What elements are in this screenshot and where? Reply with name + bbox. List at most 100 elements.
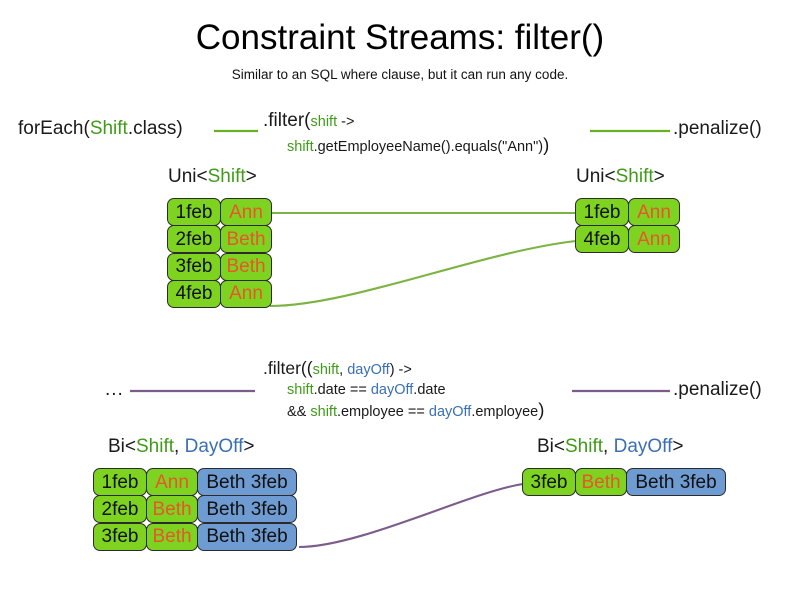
cell-text: 3feb	[175, 256, 213, 278]
cell-text: Ann	[229, 283, 263, 305]
cell-text: Beth	[226, 228, 266, 250]
table-row: 2feb Beth	[167, 225, 272, 254]
tuple-cell-date: 3feb	[167, 252, 221, 281]
cell-text: 2feb	[101, 498, 139, 520]
tuple-cell-name: Ann	[220, 198, 272, 227]
bi-right-tuple-table: 3feb Beth Beth 3feb	[522, 468, 726, 497]
bi-left-type-label: Bi<Shift, DayOff>	[108, 436, 254, 458]
filter2-l2-shift: shift	[310, 404, 337, 420]
table-row: 3feb Beth Beth 3feb	[522, 468, 726, 497]
cell-text: 1feb	[175, 201, 213, 223]
cell-text: Ann	[637, 228, 671, 250]
foreach-expression: forEach(Shift.class)	[18, 118, 183, 140]
tuple-cell-date: 3feb	[522, 468, 576, 497]
page-title: Constraint Streams: filter()	[195, 18, 605, 57]
tuple-cell-date: 1feb	[93, 468, 147, 497]
uni-right-tuple-table: 1feb Ann 4feb Ann	[575, 198, 680, 254]
filter1-head: .filter(	[263, 110, 311, 131]
tuple-cell-name: Ann	[146, 468, 198, 497]
cell-text: Ann	[229, 201, 263, 223]
filter2-l1-mid: .date ==	[313, 382, 371, 398]
tuple-cell-name: Beth	[220, 252, 272, 281]
bi-left-sep: ,	[174, 436, 185, 457]
filter2-param-shift: shift	[312, 362, 340, 378]
filter2-l1-shift: shift	[287, 382, 314, 398]
table-row: 2feb Beth Beth 3feb	[93, 495, 297, 524]
filter1-body-var: shift	[287, 139, 314, 155]
cell-text: 2feb	[175, 228, 213, 250]
bi-right-prefix: Bi<	[537, 436, 565, 457]
foreach-prefix: forEach(	[18, 118, 90, 139]
uni-left-type: Shift	[207, 166, 246, 187]
filter2-param-sep: ,	[339, 362, 348, 378]
cell-text: Ann	[637, 201, 671, 223]
tuple-cell-name: Beth	[575, 468, 627, 497]
filter2-arrow: ) ->	[389, 362, 412, 378]
tuple-cell-name: Beth	[146, 522, 198, 551]
bi-right-type-label: Bi<Shift, DayOff>	[537, 436, 683, 458]
cell-text: Beth	[581, 471, 621, 493]
cell-text: Beth 3feb	[206, 471, 288, 493]
cell-text: Ann	[155, 471, 189, 493]
tuple-cell-date: 4feb	[575, 225, 629, 254]
cell-text: 1feb	[583, 201, 621, 223]
bi-left-type-shift: Shift	[136, 436, 175, 457]
bi-right-type-dayoff: DayOff	[613, 436, 673, 457]
filter2-l2-tail: .employee	[471, 404, 539, 420]
page-subtitle: Similar to an SQL where clause, but it c…	[231, 67, 569, 82]
uni-left-type-label: Uni<Shift>	[168, 166, 257, 188]
uni-left-suffix: >	[245, 166, 257, 187]
filter2-l2-dayoff: dayOff	[428, 404, 472, 420]
upstream-ellipsis: ...	[105, 379, 124, 400]
filter2-l2-and: &&	[287, 404, 311, 420]
foreach-type: Shift	[89, 118, 128, 139]
table-row: 4feb Ann	[167, 279, 272, 308]
filter1-arrow: ->	[337, 114, 355, 130]
tuple-cell-date: 4feb	[167, 279, 221, 308]
filter2-head: .filter((	[263, 358, 313, 378]
bi-right-suffix: >	[672, 436, 684, 457]
filter2-l1-dayoff: dayOff	[370, 382, 414, 398]
uni-right-type: Shift	[615, 166, 654, 187]
table-row: 1feb Ann	[575, 198, 680, 227]
link-purple-3feb	[298, 482, 524, 549]
bi-right-sep: ,	[603, 436, 614, 457]
filter2-body-line2: && shift.employee == dayOff.employee)	[287, 400, 544, 420]
tuple-cell-name: Ann	[628, 198, 680, 227]
tuple-cell-dayoff: Beth 3feb	[197, 522, 297, 551]
filter2-param-dayoff: dayOff	[347, 362, 390, 378]
filter1-signature: .filter(shift ->	[263, 110, 354, 132]
filter2-close-paren: )	[538, 399, 545, 420]
tuple-cell-date: 1feb	[167, 198, 221, 227]
foreach-suffix: .class)	[127, 118, 183, 139]
filter1-close-paren: )	[543, 134, 550, 155]
filter1-body: shift.getEmployeeName().equals("Ann"))	[287, 135, 549, 155]
filter2-l1-tail: .date	[413, 382, 446, 398]
uni-left-tuple-table: 1feb Ann 2feb Beth 3feb Beth 4feb Ann	[167, 198, 272, 308]
uni-right-type-label: Uni<Shift>	[576, 166, 665, 188]
tuple-cell-name: Beth	[220, 225, 272, 254]
bi-left-suffix: >	[243, 436, 255, 457]
tuple-cell-date: 2feb	[93, 495, 147, 524]
bi-left-type-dayoff: DayOff	[184, 436, 244, 457]
bi-left-tuple-table: 1feb Ann Beth 3feb 2feb Beth Beth 3feb 3…	[93, 468, 297, 551]
bi-left-prefix: Bi<	[108, 436, 136, 457]
filter1-body-rest: .getEmployeeName().equals("Ann")	[313, 139, 544, 155]
table-row: 3feb Beth	[167, 252, 272, 281]
tuple-cell-name: Ann	[220, 279, 272, 308]
bi-right-type-shift: Shift	[565, 436, 604, 457]
penalize1-call: .penalize()	[673, 118, 762, 139]
table-row: 1feb Ann Beth 3feb	[93, 468, 297, 497]
uni-right-suffix: >	[653, 166, 665, 187]
tuple-cell-dayoff: Beth 3feb	[626, 468, 726, 497]
penalize2-call: .penalize()	[673, 379, 762, 400]
filter2-body-line1: shift.date == dayOff.date	[287, 382, 446, 398]
tuple-cell-name: Beth	[146, 495, 198, 524]
link-green-4feb	[269, 239, 577, 308]
cell-text: 1feb	[101, 471, 139, 493]
table-row: 3feb Beth Beth 3feb	[93, 522, 297, 551]
cell-text: Beth 3feb	[635, 471, 717, 493]
cell-text: Beth	[226, 256, 266, 278]
cell-text: 3feb	[530, 471, 568, 493]
